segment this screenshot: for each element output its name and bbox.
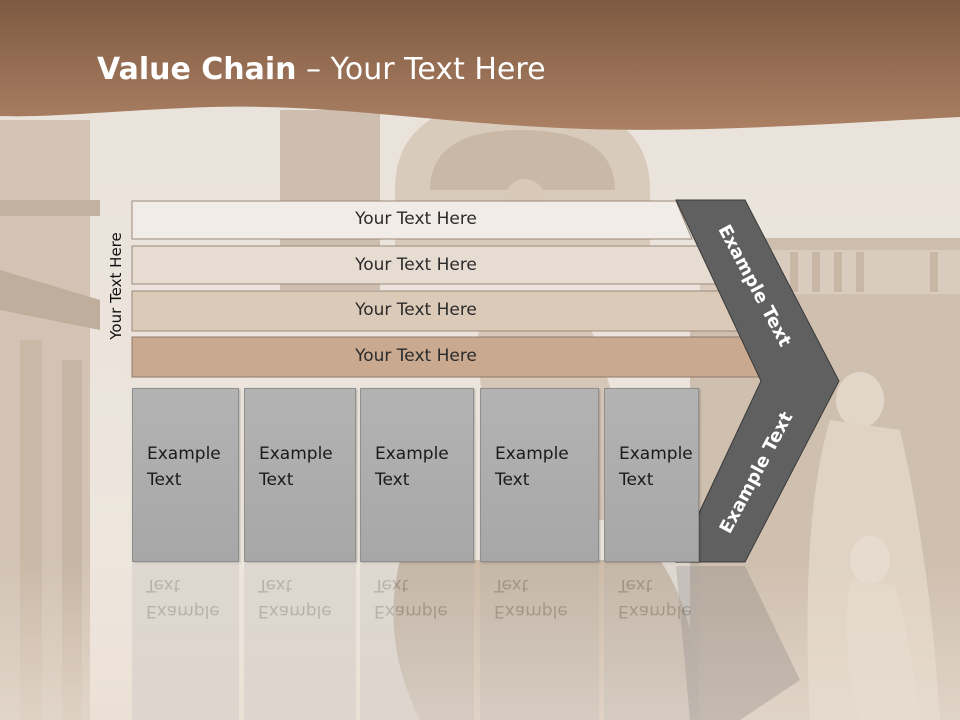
slide-title: Value Chain – Your Text Here bbox=[97, 52, 546, 87]
bar-4-label: Your Text Here bbox=[355, 346, 477, 366]
activity-box-4-text: Example Text bbox=[495, 444, 569, 490]
activity-box-4: Example Text bbox=[480, 388, 599, 562]
activity-box-4-reflection: Example Text bbox=[480, 564, 599, 720]
activity-box-2-reflection: Example Text bbox=[244, 564, 356, 720]
activity-box-5-text: Example Text bbox=[619, 444, 693, 490]
activity-box-5: Example Text bbox=[604, 388, 699, 562]
activity-box-3-text: Example Text bbox=[375, 444, 449, 490]
activity-box-3-reflection: Example Text bbox=[360, 564, 474, 720]
title-bold: Value Chain bbox=[97, 52, 297, 87]
activity-box-3-reflection-text: Example Text bbox=[374, 575, 448, 621]
activity-box-2-reflection-text: Example Text bbox=[258, 575, 332, 621]
activity-box-3: Example Text bbox=[360, 388, 474, 562]
activity-box-1-reflection-text: Example Text bbox=[146, 575, 220, 621]
activity-box-1-text: Example Text bbox=[147, 444, 221, 490]
activity-box-4-reflection-text: Example Text bbox=[494, 575, 568, 621]
title-rest: – Your Text Here bbox=[296, 52, 546, 87]
activity-box-5-reflection: Example Text bbox=[604, 564, 699, 720]
chevron-shape bbox=[675, 199, 840, 563]
activity-box-2: Example Text bbox=[244, 388, 356, 562]
bar-1-shape bbox=[131, 200, 693, 240]
bar-1-label: Your Text Here bbox=[355, 209, 477, 229]
bar-2-label: Your Text Here bbox=[355, 255, 477, 275]
activity-box-1: Example Text bbox=[132, 388, 239, 562]
activity-box-1-reflection: Example Text bbox=[132, 564, 239, 720]
activity-box-2-text: Example Text bbox=[259, 444, 333, 490]
chevron-reflection bbox=[676, 566, 800, 720]
activity-box-5-reflection-text: Example Text bbox=[618, 575, 692, 621]
bar-3-label: Your Text Here bbox=[355, 300, 477, 320]
